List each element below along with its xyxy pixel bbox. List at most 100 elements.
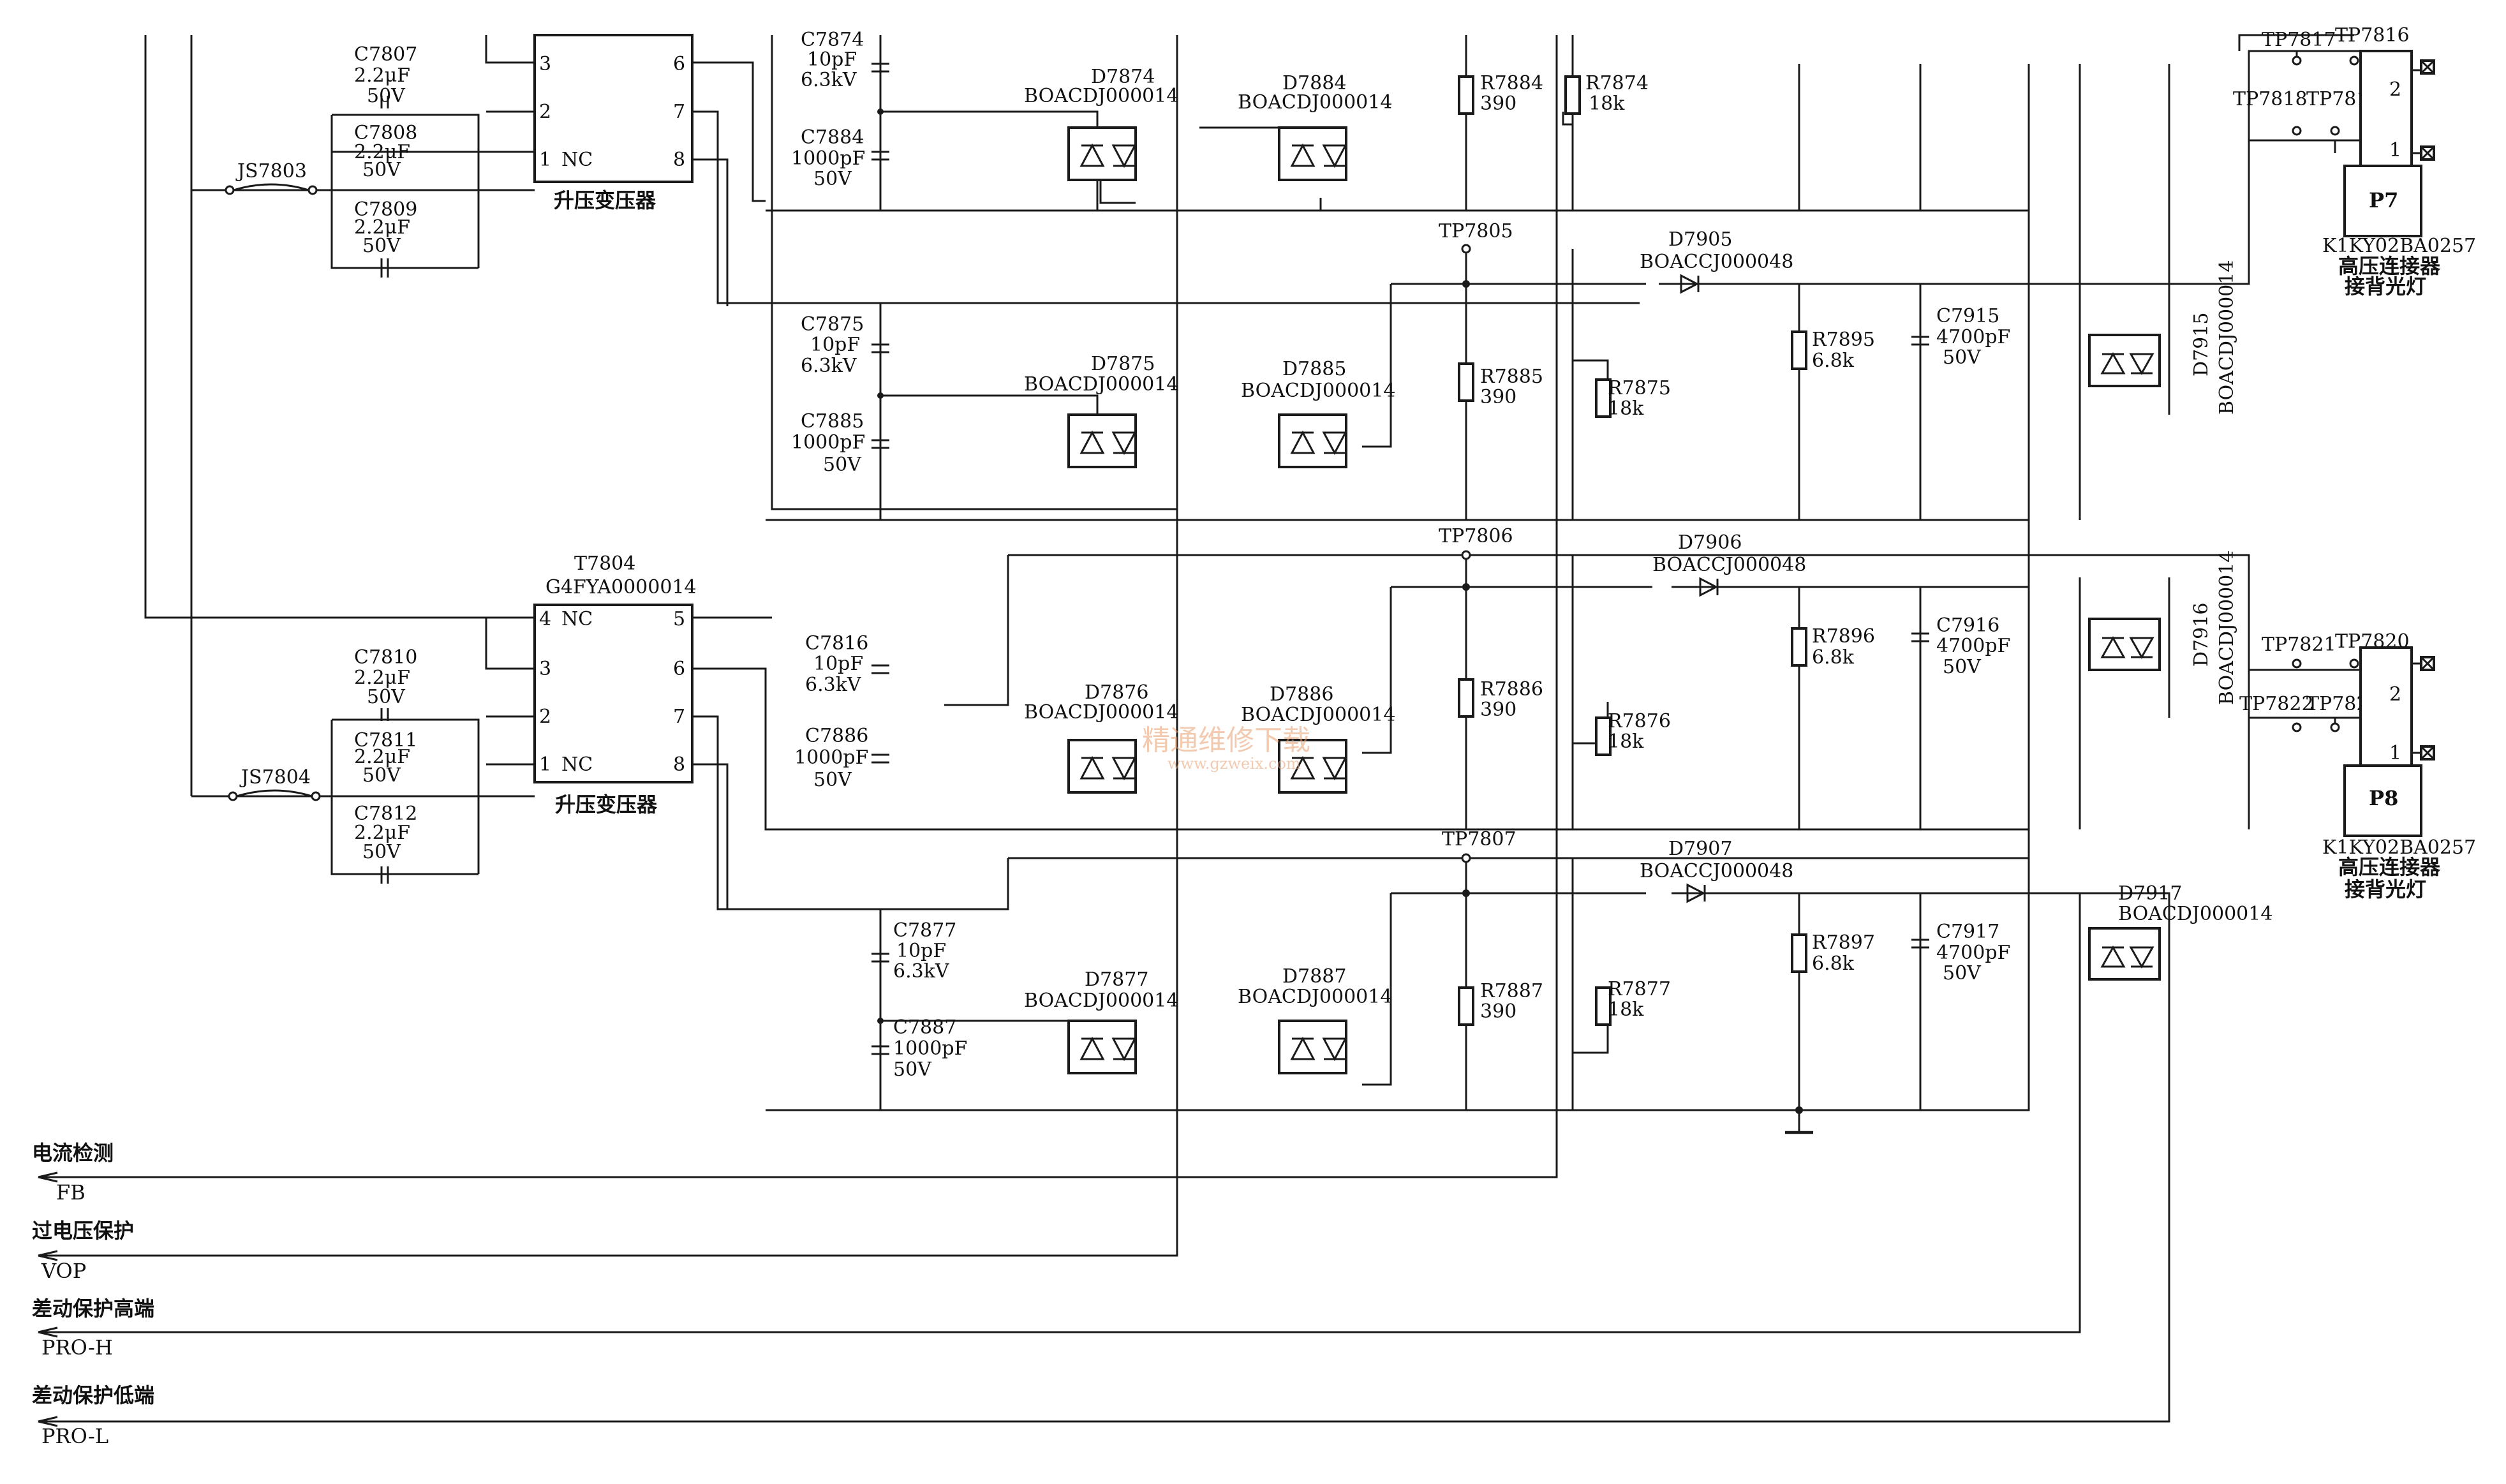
signal-outputs: 电流检测 FB 过电压保护 VOP 差动保护高端 PRO-H 差动保护低端 PR… — [32, 1141, 154, 1448]
signal-vop-name: 过电压保护 — [32, 1219, 134, 1243]
c7810-value: 2.2μF — [354, 667, 410, 689]
c7915-value: 4700pF — [1936, 326, 2010, 348]
c7875-ref: C7875 — [801, 313, 864, 336]
c7807-voltage: 50V — [367, 85, 406, 107]
signal-proh-name: 差动保护高端 — [32, 1296, 154, 1321]
pin-3: 3 — [539, 53, 551, 75]
r7896-value: 6.8k — [1812, 646, 1855, 669]
d7874-ref: D7874 — [1091, 66, 1155, 88]
d7907-ref: D7907 — [1668, 838, 1732, 860]
filter-caps: C7915 4700pF 50V C7916 4700pF 50V C7917 … — [1911, 305, 2010, 984]
r7897-value: 6.8k — [1812, 953, 1855, 975]
r7874-value: 18k — [1589, 93, 1625, 115]
transformer-title: 升压变压器 — [555, 792, 658, 817]
jumper-js7803: JS7803 — [225, 160, 318, 195]
p8-desc2: 接背光灯 — [2345, 877, 2426, 902]
tp7821-label: TP7821 — [2262, 634, 2336, 656]
c7886-voltage: 50V — [813, 769, 852, 791]
c7887-voltage: 50V — [893, 1058, 932, 1081]
d7884-ref: D7884 — [1282, 72, 1346, 94]
c7810-voltage: 50V — [367, 686, 406, 708]
tp7806-label: TP7806 — [1439, 525, 1513, 547]
c7886-ref: C7886 — [805, 725, 868, 747]
pin-1: 1 — [539, 149, 551, 171]
r7885-value: 390 — [1480, 386, 1516, 408]
d7916-part: BOACDJ000014 — [2216, 551, 2238, 705]
tp7817-label: TP7817 — [2262, 29, 2336, 51]
d7906-part: BOACCJ000048 — [1652, 554, 1806, 576]
c7809-voltage: 50V — [362, 235, 401, 257]
c7886-value: 1000pF — [794, 746, 868, 769]
d7905-part: BOACCJ000048 — [1640, 251, 1793, 273]
transformer-top: 3 2 1 NC 6 7 8 升压变压器 — [533, 34, 693, 212]
c7884-voltage: 50V — [813, 168, 852, 190]
tp7816-label: TP7816 — [2335, 24, 2410, 47]
c7877-value: 10pF — [896, 940, 946, 962]
c7811-ref: C7811 — [354, 729, 417, 752]
r7896-ref: R7896 — [1812, 625, 1875, 648]
pin-6: 6 — [673, 658, 685, 680]
tp7822-label: TP7822 — [2239, 693, 2314, 715]
tp7807-label: TP7807 — [1442, 828, 1516, 850]
c7808-value: 2.2μF — [354, 141, 410, 163]
d7917-ref: D7917 — [2118, 882, 2182, 905]
c7877-voltage: 6.3kV — [893, 960, 950, 983]
js7803-label: JS7803 — [235, 160, 307, 182]
c7916-value: 4700pF — [1936, 635, 2010, 657]
c7809-ref: C7809 — [354, 198, 417, 221]
pin-2: 2 — [539, 101, 551, 123]
r7874-ref: R7874 — [1585, 72, 1649, 94]
r7895-ref: R7895 — [1812, 329, 1875, 351]
d7875-part: BOACDJ000014 — [1024, 373, 1178, 396]
diode-packages — [1067, 126, 2161, 1074]
signal-prol-name: 差动保护低端 — [32, 1383, 154, 1407]
d7906-ref: D7906 — [1678, 531, 1742, 554]
pin-8: 8 — [673, 149, 685, 171]
js7804-label: JS7804 — [239, 766, 311, 789]
p7-desc2: 接背光灯 — [2345, 274, 2426, 299]
d7884-part: BOACDJ000014 — [1238, 91, 1392, 114]
p8-desc1: 高压连接器 — [2338, 855, 2441, 879]
c7816-voltage: 6.3kV — [805, 674, 862, 696]
r7876-ref: R7876 — [1608, 710, 1671, 732]
c7877-ref: C7877 — [893, 919, 956, 942]
d7887-ref: D7887 — [1282, 965, 1346, 988]
c7816-value: 10pF — [813, 653, 863, 675]
signal-prol-net: PRO-L — [41, 1424, 108, 1448]
d7915-part: BOACDJ000014 — [2216, 260, 2238, 415]
d7915-ref: D7915 — [2190, 313, 2213, 376]
c7811-voltage: 50V — [362, 764, 401, 787]
c7915-ref: C7915 — [1936, 305, 1999, 327]
r7875-ref: R7875 — [1608, 377, 1671, 399]
r7886-value: 390 — [1480, 699, 1516, 721]
d7905-ref: D7905 — [1668, 228, 1732, 251]
c7917-voltage: 50V — [1943, 962, 1982, 984]
d7885-ref: D7885 — [1282, 358, 1346, 380]
watermark: 精通维修下载 www.gzweix.com — [1142, 724, 1310, 773]
d7887-part: BOACDJ000014 — [1238, 986, 1392, 1008]
pin-8: 8 — [673, 753, 685, 776]
transformer-t7804: T7804 G4FYA0000014 4 NC 3 2 1 NC 5 6 7 8… — [533, 553, 697, 817]
signal-proh-net: PRO-H — [41, 1335, 113, 1360]
signal-fb-net: FB — [56, 1180, 85, 1205]
c7917-value: 4700pF — [1936, 942, 2010, 964]
pin-4: 4 — [539, 608, 551, 630]
c7812-value: 2.2μF — [354, 822, 410, 844]
c7874-value: 10pF — [807, 48, 857, 71]
pin-6: 6 — [673, 53, 685, 75]
c7916-ref: C7916 — [1936, 614, 1999, 637]
nc-label: NC — [561, 608, 593, 630]
r7897-ref: R7897 — [1812, 931, 1875, 954]
watermark-line2: www.gzweix.com — [1168, 755, 1301, 773]
p7-pin-2: 2 — [2389, 78, 2401, 101]
r7884-ref: R7884 — [1480, 72, 1543, 94]
signal-vop-net: VOP — [41, 1259, 86, 1283]
nc-label-2: NC — [561, 753, 593, 776]
pin-5: 5 — [673, 608, 685, 630]
r7886-ref: R7886 — [1480, 678, 1543, 701]
tp7805-label: TP7805 — [1439, 220, 1513, 242]
p8-pin-1: 1 — [2389, 742, 2401, 764]
pin-1: 1 — [539, 753, 551, 776]
r7877-ref: R7877 — [1608, 978, 1671, 1000]
c7885-ref: C7885 — [801, 410, 864, 433]
